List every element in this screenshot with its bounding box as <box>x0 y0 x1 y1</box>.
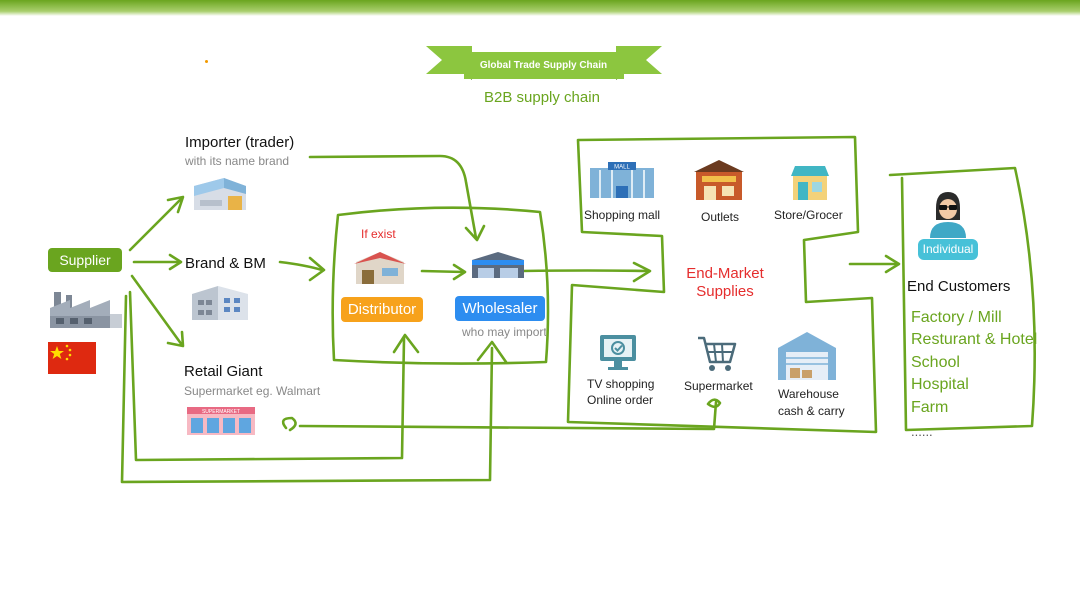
ribbon-title: Global Trade Supply Chain <box>479 60 608 71</box>
end-market-title-line2: Supplies <box>696 283 754 300</box>
customer-item-more: ...... <box>911 424 933 439</box>
wholesaler-note-box: who may import <box>462 323 546 339</box>
importer-subtitle: with its name brand <box>185 154 290 168</box>
wholesaler-note: who may import <box>462 325 546 339</box>
customer-item: Factory / Mill <box>911 309 1002 326</box>
distributor-building-icon <box>354 252 406 284</box>
factory-icon <box>50 292 122 328</box>
distributor-badge: Distributor <box>341 297 423 322</box>
retail-giant-title: Retail Giant <box>184 363 263 380</box>
tv-shopping-label: TV shopping <box>587 377 655 391</box>
customer-item: School <box>911 354 960 371</box>
diagram-subtitle: B2B supply chain <box>484 89 600 106</box>
end-market-title-line1: End-Market <box>686 265 764 282</box>
shopping-mall-label: Shopping mall <box>584 208 661 222</box>
supermarket-sign-text: SUPERMARKET <box>202 409 240 415</box>
online-order-label: Online order <box>587 393 654 407</box>
retail-giant-subtitle: Supermarket eg. Walmart <box>184 384 321 398</box>
wholesaler-badge: Wholesaler <box>455 296 545 321</box>
decorative-dot <box>205 60 208 63</box>
customer-avatar-icon <box>930 192 966 238</box>
supermarket-store-icon: SUPERMARKET <box>187 407 255 435</box>
top-accent-bar <box>0 0 1080 16</box>
customer-item: Hospital <box>911 376 969 393</box>
mall-sign-text: MALL <box>614 165 630 171</box>
customer-item: Resturant & Hotel <box>911 331 1038 348</box>
individual-badge: Individual <box>918 239 978 260</box>
warehouse-building-icon <box>194 178 246 210</box>
supermarket-label: Supermarket <box>684 379 753 393</box>
warehouse-label: Warehouse <box>778 387 839 401</box>
supplier-badge: Supplier <box>48 248 122 272</box>
store-grocer-label: Store/Grocer <box>774 208 843 222</box>
outlets-icon <box>694 160 744 200</box>
shopping-cart-icon <box>698 336 737 371</box>
brand-title: Brand & BM <box>185 255 266 272</box>
end-customers-title: End Customers <box>907 278 1011 295</box>
warehouse-icon <box>778 332 836 380</box>
customer-item: Farm <box>911 399 949 416</box>
tv-monitor-icon <box>600 335 636 370</box>
ribbon-banner <box>426 46 662 80</box>
china-flag-icon <box>48 342 96 374</box>
office-building-icon <box>192 286 248 320</box>
wholesaler-store-icon <box>472 252 524 278</box>
store-grocer-icon <box>791 166 829 200</box>
shopping-mall-icon: MALL <box>590 162 654 198</box>
if-exist-note: If exist <box>361 227 396 241</box>
importer-title: Importer (trader) <box>185 134 295 151</box>
cash-and-carry-label: cash & carry <box>778 404 845 418</box>
outlets-label: Outlets <box>701 210 740 224</box>
